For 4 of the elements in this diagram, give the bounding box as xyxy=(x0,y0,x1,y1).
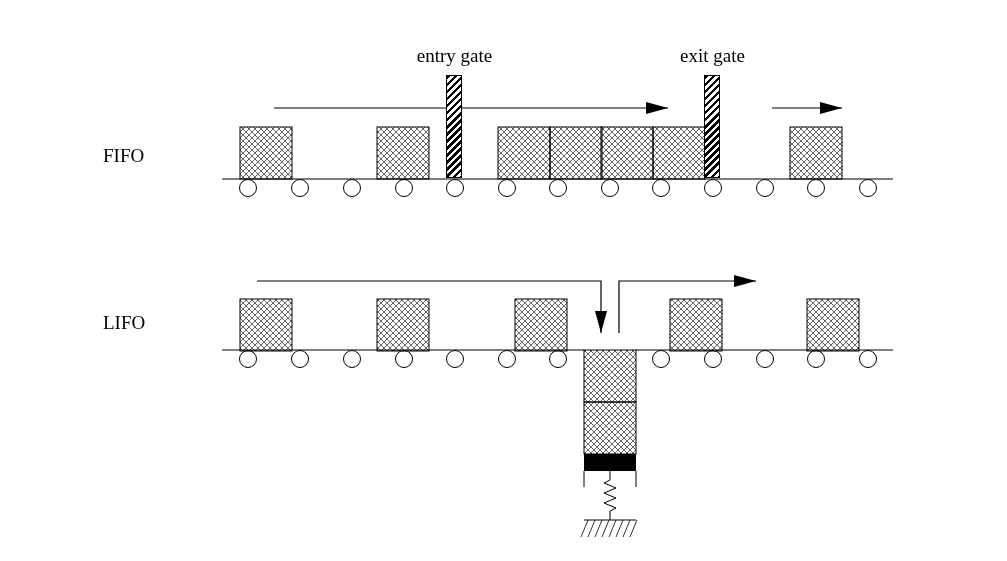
row-label: FIFO xyxy=(103,145,145,167)
gate-label: entry gate xyxy=(416,45,493,67)
gate-label: exit gate xyxy=(680,45,745,67)
row-label: LIFO xyxy=(103,312,146,334)
